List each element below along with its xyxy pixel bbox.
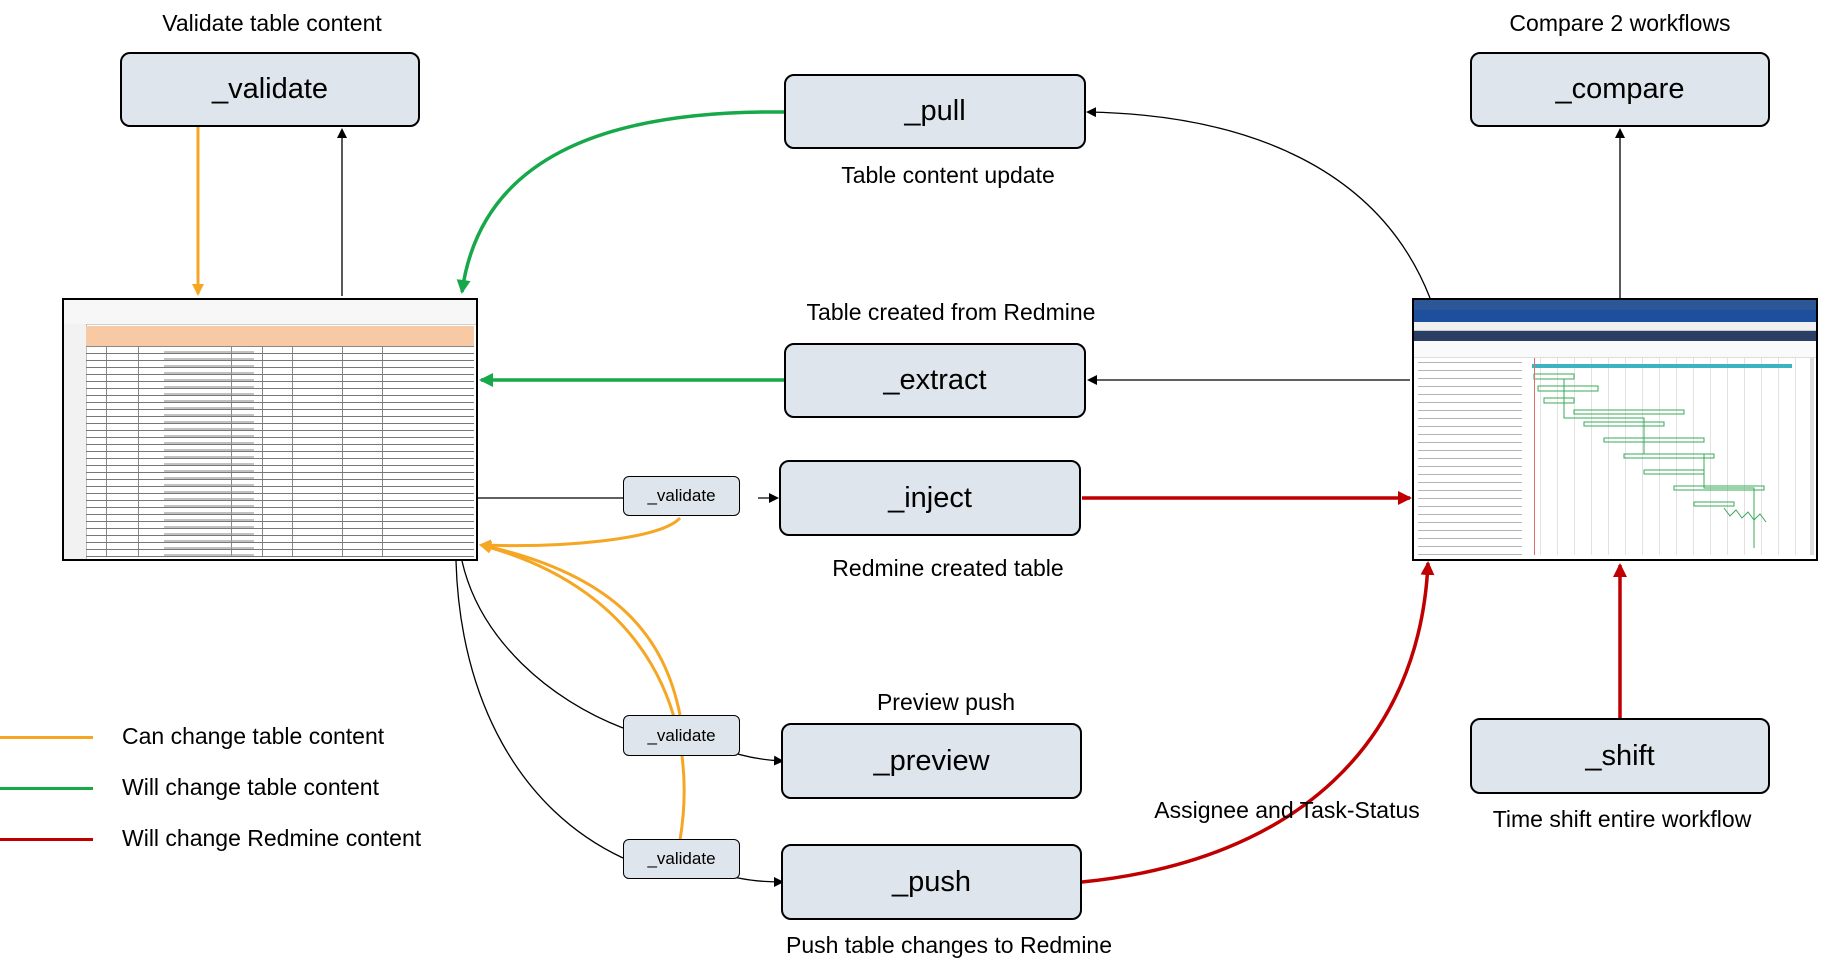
gantt-task-list — [1418, 358, 1522, 555]
validate-inject-node[interactable]: _validate — [623, 476, 740, 516]
push-to-redmine-arrow — [1081, 561, 1435, 884]
gantt-today-line — [1534, 358, 1535, 555]
gantt-window-titlebar — [1414, 300, 1816, 310]
pull-node[interactable]: _pull — [784, 74, 1086, 149]
inject-caption: Redmine created table — [832, 555, 1064, 581]
table-spreadsheet-image — [62, 298, 478, 561]
preview-node[interactable]: _preview — [781, 723, 1082, 799]
sheet-cell-text — [164, 349, 254, 557]
preview-caption: Preview push — [876, 689, 1016, 715]
gantt-chart-area — [1524, 358, 1808, 555]
gantt-browser-tabs — [1414, 310, 1816, 322]
shift-caption: Time shift entire workflow — [1492, 806, 1752, 832]
legend-green-line — [0, 787, 93, 790]
gantt-bars — [1532, 364, 1792, 548]
extract-caption: Table created from Redmine — [806, 299, 1096, 325]
redmine-to-pull-arrow — [1086, 107, 1431, 299]
compare-node[interactable]: _compare — [1470, 52, 1770, 127]
validate-preview-node[interactable]: _validate — [623, 715, 740, 756]
gantt-scrollbar — [1810, 358, 1814, 555]
assignee-caption: Assignee and Task-Status — [1154, 797, 1420, 823]
push-caption: Push table changes to Redmine — [785, 932, 1113, 958]
extract-node[interactable]: _extract — [784, 343, 1086, 418]
table-to-validate-push-line — [455, 560, 624, 859]
validate-node[interactable]: _validate — [120, 52, 420, 127]
validate-inject-to-table-arrow — [479, 516, 682, 552]
legend-orange-label: Can change table content — [122, 723, 385, 749]
gantt-app-nav — [1414, 331, 1816, 341]
push-node[interactable]: _push — [781, 844, 1082, 920]
table-to-validate-preview-line — [461, 560, 624, 729]
legend-red-label: Will change Redmine content — [122, 825, 422, 851]
legend-orange-line — [0, 736, 93, 739]
validate-push-node[interactable]: _validate — [623, 839, 740, 879]
validate-caption: Validate table content — [162, 10, 382, 36]
redmine-gantt-image — [1412, 298, 1818, 561]
inject-node[interactable]: _inject — [779, 460, 1081, 536]
compare-caption: Compare 2 workflows — [1509, 10, 1731, 36]
sheet-grid — [86, 347, 474, 557]
validate-preview-to-table-arrow — [479, 541, 682, 716]
sheet-toolbar — [64, 300, 476, 325]
pull-caption: Table content update — [841, 162, 1055, 188]
pull-to-table-arrow — [456, 110, 785, 294]
legend-green-label: Will change table content — [122, 774, 379, 800]
sheet-header-row — [86, 326, 474, 347]
legend-red-line — [0, 838, 93, 841]
gantt-address-bar — [1414, 322, 1816, 331]
gantt-toolbar — [1414, 341, 1816, 358]
shift-node[interactable]: _shift — [1470, 718, 1770, 794]
sheet-row-gutter — [64, 324, 87, 559]
validate-push-to-table-arrow — [479, 541, 686, 841]
